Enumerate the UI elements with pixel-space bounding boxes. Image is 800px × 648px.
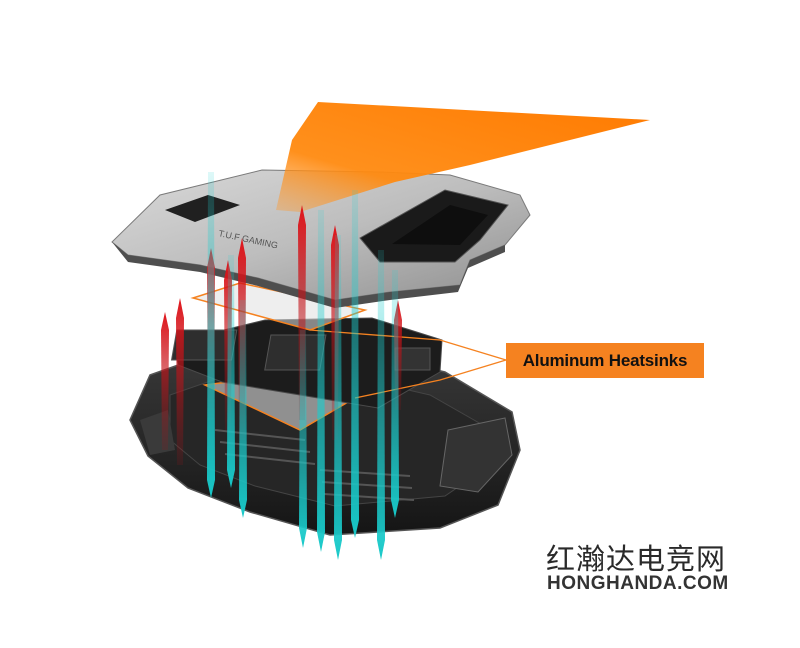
aluminum-heatsinks-callout: Aluminum Heatsinks: [506, 343, 704, 378]
watermark-chinese: 红瀚达电竞网: [546, 542, 727, 576]
cool-airflow-arrows: [207, 172, 399, 560]
exhaust-beam: [276, 102, 650, 212]
watermark-domain: HONGHANDA.COM: [547, 573, 729, 594]
